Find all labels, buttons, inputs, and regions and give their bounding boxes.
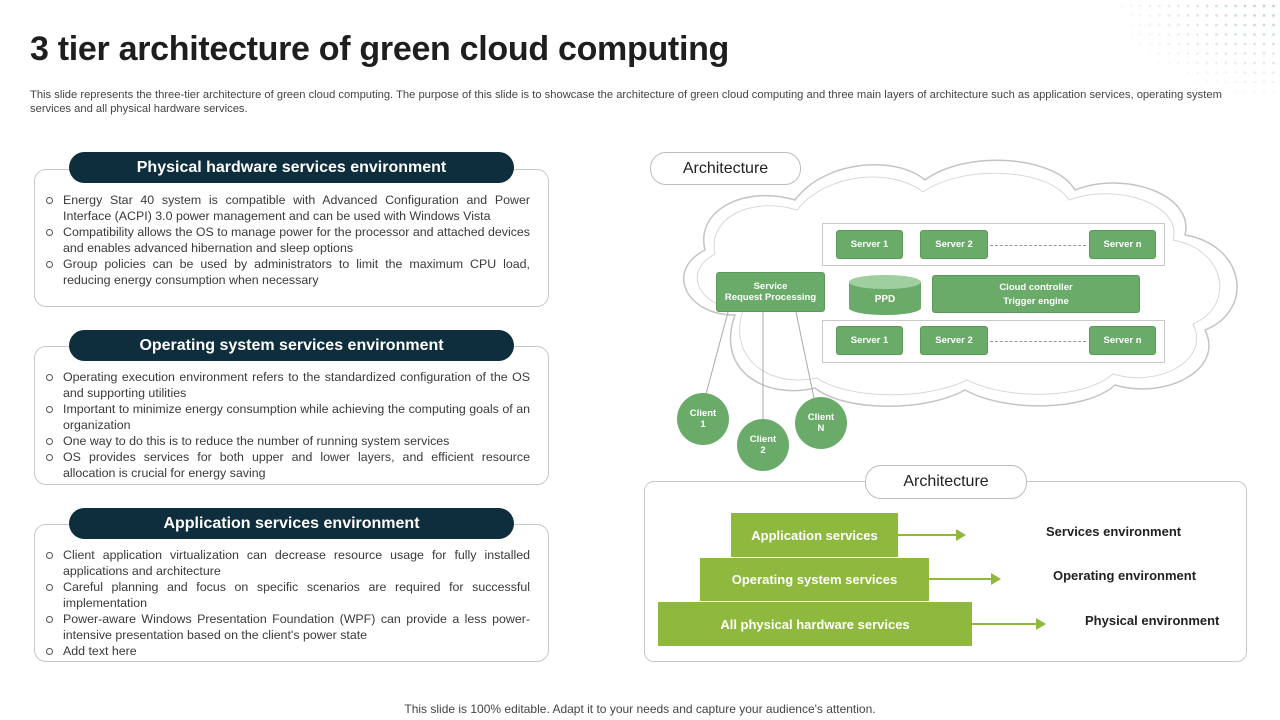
bullet-list: Operating execution environment refers t… <box>35 347 548 481</box>
list-item: One way to do this is to reduce the numb… <box>46 433 530 449</box>
list-item: Compatibility allows the OS to manage po… <box>46 225 530 255</box>
page-subtitle: This slide represents the three-tier arc… <box>30 89 1222 115</box>
cloud-controller-box: Cloud controller Trigger engine <box>932 275 1140 313</box>
panel-heading-physical: Physical hardware services environment <box>69 152 514 183</box>
ppd-label: PPD <box>874 294 896 305</box>
list-item: Careful planning and focus on specific s… <box>46 580 530 610</box>
list-item: Client application virtualization can de… <box>46 548 530 578</box>
connector-dashed <box>990 341 1086 342</box>
layers-label: Architecture <box>865 465 1027 499</box>
server-box: Server 2 <box>920 230 988 259</box>
list-item: Operating execution environment refers t… <box>46 370 530 400</box>
diagram-label: Architecture <box>650 152 801 185</box>
ppd-database-icon <box>849 275 921 315</box>
panel-application-services: Client application virtualization can de… <box>34 524 549 662</box>
arrow-icon <box>898 529 966 541</box>
bullet-list: Energy Star 40 system is compatible with… <box>35 170 548 288</box>
server-box: Server 1 <box>836 326 903 355</box>
server-box: Server 1 <box>836 230 903 259</box>
bullet-list: Client application virtualization can de… <box>35 525 548 659</box>
connector-dashed <box>990 245 1086 246</box>
list-item: Important to minimize energy consumption… <box>46 402 530 432</box>
panel-heading-application: Application services environment <box>69 508 514 539</box>
arrow-icon <box>929 573 1001 585</box>
env-label: Services environment <box>1046 524 1182 539</box>
server-box: Server 2 <box>920 326 988 355</box>
decorative-dot-pattern <box>1120 4 1275 93</box>
page-title: 3 tier architecture of green cloud compu… <box>30 30 730 68</box>
list-item: Energy Star 40 system is compatible with… <box>46 193 530 223</box>
list-item: Power-aware Windows Presentation Foundat… <box>46 612 530 642</box>
cloud-controller-label: Cloud controller <box>999 281 1073 293</box>
layer-application: Application services <box>731 513 898 557</box>
list-item: OS provides services for both upper and … <box>46 450 530 480</box>
server-box: Server n <box>1089 230 1156 259</box>
layer-operating-system: Operating system services <box>700 558 929 601</box>
layer-physical-hardware: All physical hardware services <box>658 602 972 646</box>
list-item: Group policies can be used by administra… <box>46 257 530 287</box>
arrow-icon <box>972 618 1046 630</box>
list-item: Add text here <box>46 643 530 659</box>
server-box: Server n <box>1089 326 1156 355</box>
env-label: Physical environment <box>1085 613 1220 628</box>
trigger-engine-label: Trigger engine <box>1003 295 1069 307</box>
panel-heading-os: Operating system services environment <box>69 330 514 361</box>
footer-note: This slide is 100% editable. Adapt it to… <box>404 702 876 716</box>
panel-physical-hardware: Energy Star 40 system is compatible with… <box>34 169 549 307</box>
env-label: Operating environment <box>1053 568 1197 583</box>
